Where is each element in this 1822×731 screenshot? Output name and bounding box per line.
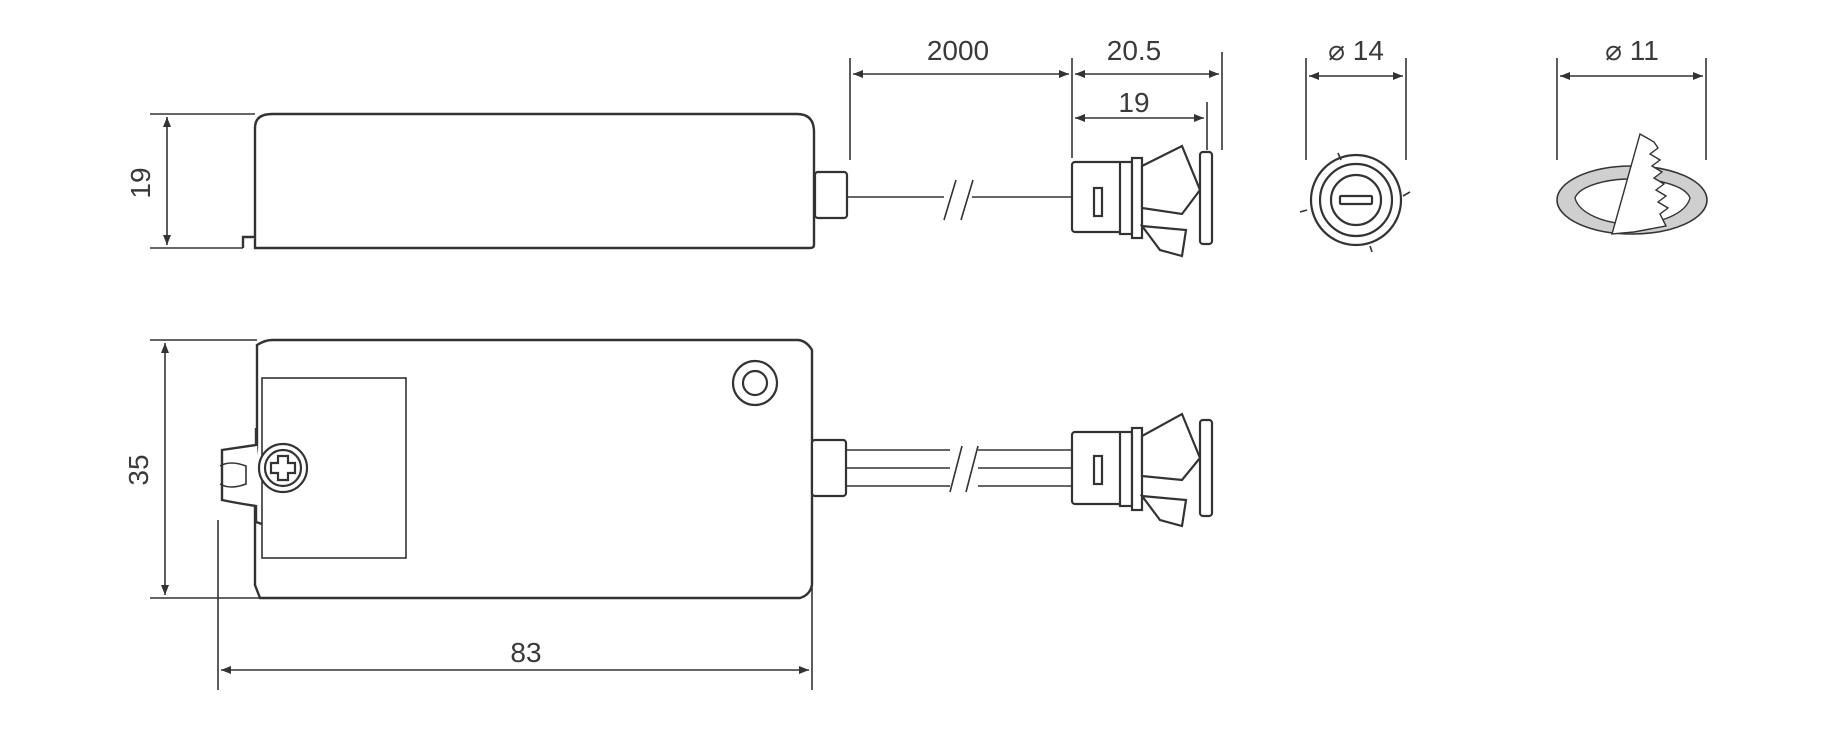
cable-break: [943, 179, 957, 221]
screw-icon: [257, 442, 309, 494]
dimension-height-side: 19: [125, 113, 255, 249]
dim-label-sensor-diameter: ⌀ 14: [1328, 35, 1384, 66]
dimension-length-top: 83: [217, 520, 813, 690]
led-indicator-icon: [731, 359, 779, 407]
dim-label-sensor-length: 20.5: [1107, 35, 1162, 66]
cable-gland-side: [813, 170, 849, 220]
dim-label-sensor-body-length: 19: [1118, 87, 1149, 118]
dim-label-cable-length: 2000: [927, 35, 989, 66]
dimension-width-top: 35: [123, 339, 260, 599]
housing-foot: [241, 235, 256, 248]
dim-label-height-side: 19: [125, 167, 156, 198]
controller-housing-side: [253, 112, 816, 250]
side-view: 19: [125, 112, 1214, 258]
dim-label-width-top: 35: [123, 454, 154, 485]
top-view: 35 83: [123, 338, 1214, 690]
dim-label-hole-diameter: ⌀ 11: [1605, 35, 1659, 66]
sensor-top: [1070, 412, 1214, 528]
sensor-side: [1070, 144, 1214, 258]
sensor-front-view: ⌀ 14: [1299, 35, 1411, 253]
dimension-cable-sensor: 2000 20.5 19: [849, 35, 1223, 160]
panel-section: [1611, 132, 1670, 235]
cable-gland-top: [810, 438, 848, 498]
cable-top: [846, 445, 1072, 493]
dim-label-length-top: 83: [510, 637, 541, 668]
mounting-hole-view: ⌀ 11: [1556, 35, 1708, 235]
mounting-tab: [220, 428, 263, 526]
